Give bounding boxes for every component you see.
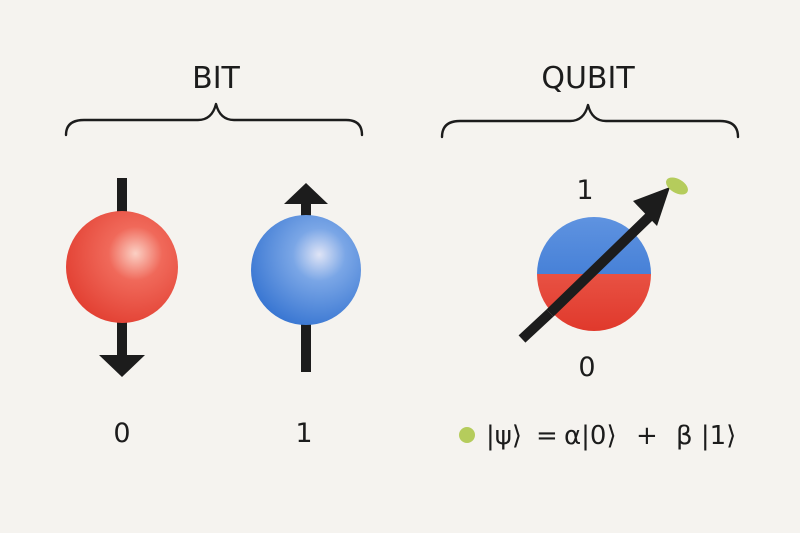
equation-ket-psi: |ψ⟩	[486, 421, 522, 451]
qubit-brace	[440, 103, 740, 139]
qubit-top-label: 1	[576, 175, 593, 206]
bit-title: BIT	[192, 61, 240, 96]
equation-bullet-icon	[459, 427, 475, 443]
bit-zero-arrow-down-icon	[99, 355, 145, 377]
qubit-title: QUBIT	[541, 61, 635, 96]
qubit-sphere-bottom-half	[537, 274, 651, 331]
qubit-group: 1 0	[518, 175, 688, 383]
qubit-arrow-head-icon	[633, 187, 670, 226]
equation-equals: =	[536, 421, 558, 451]
qubit-arrow-tail	[518, 309, 554, 343]
qubit-sphere-top-half	[537, 217, 651, 274]
bit-one-label: 1	[295, 418, 312, 449]
equation-alpha-term: α|0⟩	[564, 421, 617, 451]
qubit-bottom-label: 0	[578, 352, 595, 383]
bit-zero-group: 0	[66, 178, 178, 449]
equation-beta-term: β |1⟩	[676, 421, 736, 451]
bit-brace	[64, 102, 364, 137]
bit-one-group: 1	[251, 183, 361, 449]
bit-one-arrow-up-icon	[284, 183, 328, 204]
qubit-equation: |ψ⟩ = α|0⟩ + β |1⟩	[459, 421, 736, 451]
qubit-arrow-shaft	[546, 212, 654, 317]
bit-one-sphere	[251, 215, 361, 325]
bit-zero-label: 0	[113, 418, 130, 449]
bit-zero-sphere	[66, 211, 178, 323]
qubit-phase-marker	[666, 177, 688, 195]
equation-plus: +	[636, 421, 658, 451]
